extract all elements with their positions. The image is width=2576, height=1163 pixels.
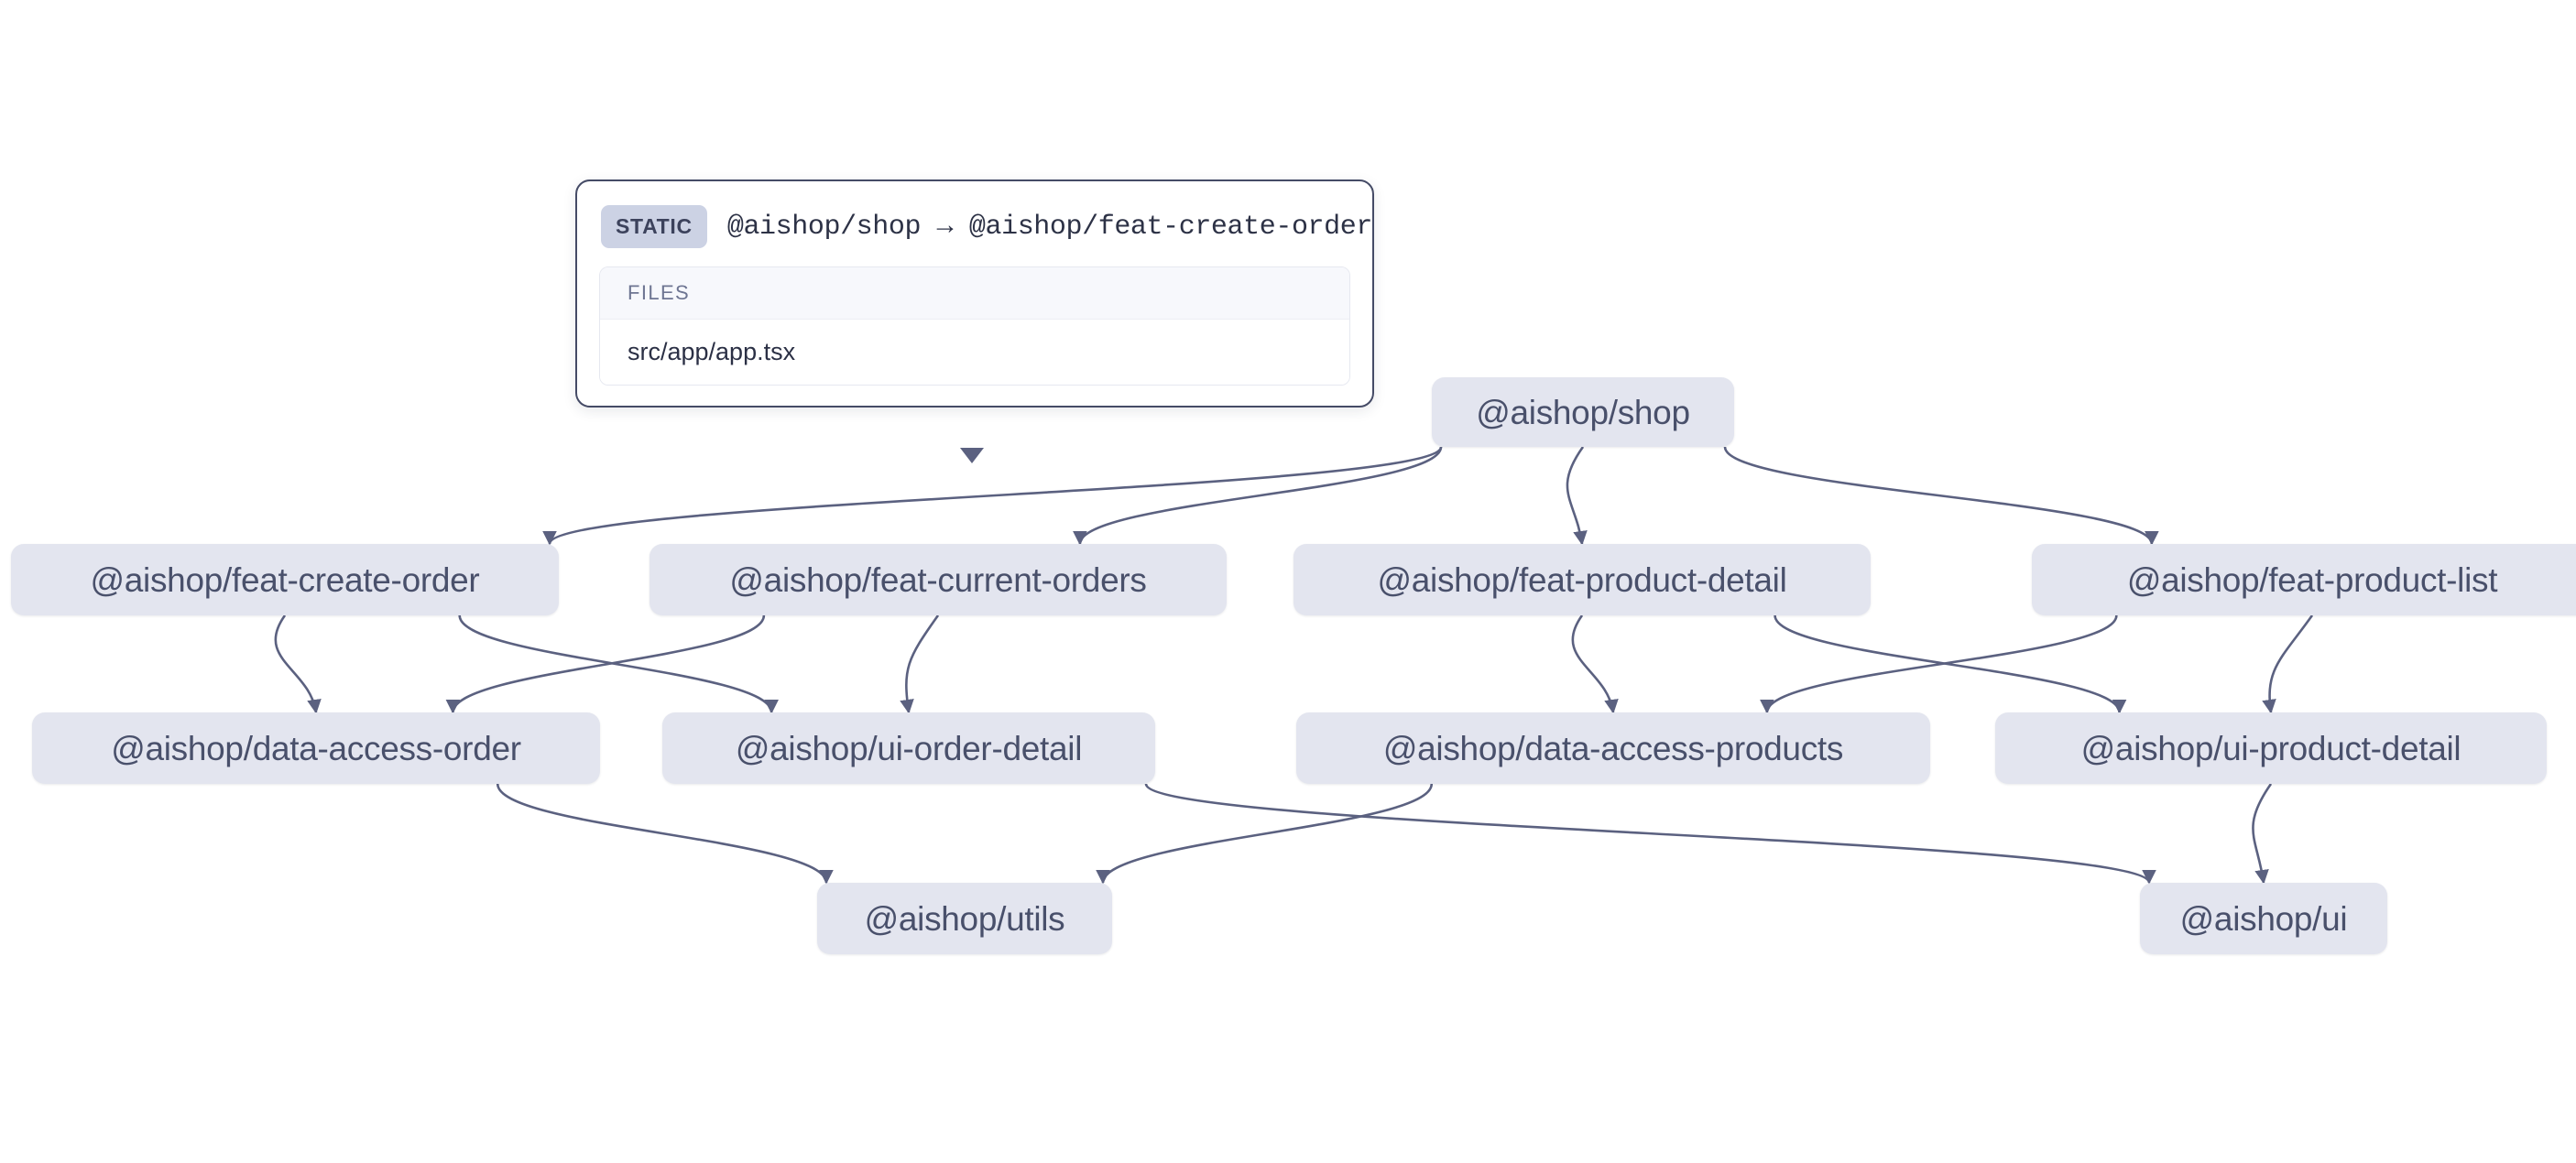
graph-edge-shop-to-feat-current-orders[interactable] xyxy=(1073,446,1443,546)
tooltip-title: @aishop/shop → @aishop/feat-create-order xyxy=(726,211,1373,243)
tooltip-header: STATIC @aishop/shop → @aishop/feat-creat… xyxy=(599,201,1372,266)
graph-edge-feat-product-list-to-ui-product-detail[interactable] xyxy=(2262,614,2314,714)
graph-node-feat-product-list[interactable]: @aishop/feat-product-list xyxy=(2032,544,2576,615)
files-list: src/app/app.tsx xyxy=(600,320,1349,385)
edge-detail-tooltip[interactable]: STATIC @aishop/shop → @aishop/feat-creat… xyxy=(575,179,1374,408)
graph-edge-feat-product-detail-to-ui-product-detail[interactable] xyxy=(1774,614,2127,714)
files-panel: FILES src/app/app.tsx xyxy=(599,266,1350,386)
highlighted-edge-arrowhead xyxy=(960,448,984,463)
graph-node-feat-product-detail[interactable]: @aishop/feat-product-detail xyxy=(1293,544,1871,615)
graph-node-label: @aishop/feat-product-detail xyxy=(1377,560,1787,599)
graph-node-data-access-order[interactable]: @aishop/data-access-order xyxy=(32,712,600,784)
graph-node-ui[interactable]: @aishop/ui xyxy=(2140,883,2387,954)
graph-node-label: @aishop/utils xyxy=(864,899,1065,938)
graph-edge-feat-create-order-to-data-access-order[interactable] xyxy=(274,614,322,714)
file-row[interactable]: src/app/app.tsx xyxy=(600,320,1349,385)
graph-node-label: @aishop/data-access-order xyxy=(111,729,521,767)
graph-edge-feat-current-orders-to-data-access-order[interactable] xyxy=(445,614,766,714)
files-header-label: FILES xyxy=(600,267,1349,320)
graph-node-label: @aishop/data-access-products xyxy=(1382,729,1844,767)
graph-edge-ui-order-detail-to-ui[interactable] xyxy=(1144,783,2156,885)
graph-node-feat-current-orders[interactable]: @aishop/feat-current-orders xyxy=(649,544,1227,615)
graph-edge-feat-product-detail-to-data-access-products[interactable] xyxy=(1571,614,1619,714)
graph-node-data-access-products[interactable]: @aishop/data-access-products xyxy=(1296,712,1930,784)
graph-node-feat-create-order[interactable]: @aishop/feat-create-order xyxy=(11,544,559,615)
graph-node-label: @aishop/shop xyxy=(1476,393,1690,431)
graph-node-label: @aishop/feat-create-order xyxy=(90,560,480,599)
graph-edge-data-access-products-to-utils[interactable] xyxy=(1096,783,1434,885)
graph-edge-feat-current-orders-to-ui-order-detail[interactable] xyxy=(900,614,940,714)
graph-node-label: @aishop/feat-product-list xyxy=(2126,560,2498,599)
graph-edge-ui-product-detail-to-ui[interactable] xyxy=(2252,783,2273,885)
graph-node-utils[interactable]: @aishop/utils xyxy=(817,883,1112,954)
graph-node-label: @aishop/ui-product-detail xyxy=(2080,729,2461,767)
graph-node-label: @aishop/feat-current-orders xyxy=(729,560,1147,599)
graph-edge-shop-to-feat-product-detail[interactable] xyxy=(1566,446,1588,546)
graph-node-ui-order-detail[interactable]: @aishop/ui-order-detail xyxy=(662,712,1155,784)
static-badge: STATIC xyxy=(601,205,707,248)
graph-edge-feat-create-order-to-ui-order-detail[interactable] xyxy=(458,614,779,714)
graph-node-ui-product-detail[interactable]: @aishop/ui-product-detail xyxy=(1995,712,2547,784)
graph-edge-shop-to-feat-product-list[interactable] xyxy=(1723,446,2159,546)
graph-edge-feat-product-list-to-data-access-products[interactable] xyxy=(1760,614,2118,714)
graph-node-label: @aishop/ui-order-detail xyxy=(735,729,1083,767)
graph-edges xyxy=(274,446,2314,885)
graph-edge-data-access-order-to-utils[interactable] xyxy=(496,783,834,885)
graph-node-shop[interactable]: @aishop/shop xyxy=(1432,377,1734,447)
graph-node-label: @aishop/ui xyxy=(2179,899,2348,938)
graph-edge-shop-to-feat-create-order[interactable] xyxy=(542,446,1443,546)
